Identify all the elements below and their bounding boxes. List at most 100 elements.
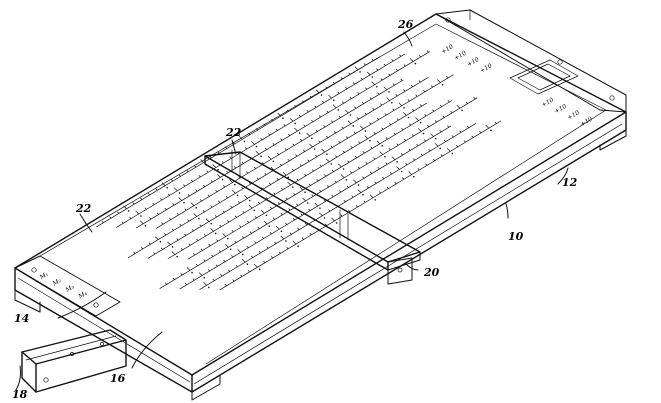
scale-tick (220, 274, 223, 277)
scale-tick (238, 176, 241, 179)
scale-tick (164, 233, 167, 236)
scale-tick (300, 139, 303, 142)
scale-tick (485, 125, 490, 129)
scale-tick (289, 232, 292, 235)
scale-mark (311, 137, 313, 140)
scale-rule (136, 51, 430, 229)
scale-mark (260, 155, 262, 158)
scale-mark (359, 71, 361, 73)
scale-tick (308, 208, 311, 212)
scale-rule (155, 79, 404, 229)
scale-mark (384, 155, 386, 158)
scale-tick (276, 226, 280, 230)
scale-tick (465, 101, 468, 104)
scale-tick (391, 156, 396, 161)
scale-mark (255, 145, 258, 148)
scale-mark (183, 201, 185, 204)
scale-mark (364, 130, 367, 132)
scale-mark (323, 217, 326, 219)
scale-tick (276, 178, 279, 181)
scale-mark (407, 116, 410, 119)
scale-mark (207, 286, 210, 289)
scale-tick (279, 163, 283, 166)
scale-tick (379, 151, 384, 155)
scale-tick (295, 154, 298, 157)
scale-tick (178, 197, 183, 201)
scale-tick (369, 97, 372, 100)
scale-tick (356, 117, 360, 120)
scale-tick (415, 117, 419, 121)
scale-tick (167, 193, 170, 196)
scale-tick (263, 220, 268, 225)
scale-tick (325, 158, 330, 163)
scale-rule (116, 53, 405, 228)
scale-tick (315, 154, 318, 158)
scale-tick (349, 96, 352, 99)
scale-tick (211, 254, 214, 257)
scale-tick (244, 147, 248, 150)
scale-tick (294, 127, 298, 132)
scale-tick (264, 172, 267, 176)
scale-tick (357, 92, 360, 95)
scale-tick (195, 264, 198, 267)
scale-mark (242, 253, 244, 256)
scale-tick (171, 228, 175, 231)
scale-tick (388, 73, 391, 76)
scale-tick (400, 78, 403, 81)
scale-rule (147, 74, 454, 259)
scale-mark (227, 237, 229, 240)
legend-right-4: +10 (579, 116, 594, 128)
scale-tick (268, 182, 272, 185)
scale-mark (198, 217, 200, 220)
scale-mark (287, 176, 290, 179)
scale-tick (267, 156, 272, 160)
scale-tick (331, 195, 334, 198)
scale-tick (314, 105, 317, 108)
scale-tick (353, 179, 357, 184)
scale-tick (264, 147, 268, 150)
leader-lines (15, 31, 569, 391)
left-scale-legend: M₁ M₂ M₃ M₄ (38, 271, 89, 301)
scale-mark (451, 152, 454, 155)
scale-tick (389, 172, 393, 175)
scale-tick (306, 110, 309, 113)
scale-tick (242, 236, 245, 239)
scale-mark (490, 129, 492, 132)
scale-tick (424, 114, 427, 117)
scale-tick (176, 213, 179, 216)
scale-tick (339, 190, 342, 193)
label-20: 20 (423, 266, 440, 279)
scale-tick (402, 177, 405, 180)
scale-tick (333, 131, 336, 134)
scale-tick (219, 224, 222, 228)
scale-tick (223, 259, 226, 262)
scale-tick (251, 141, 255, 145)
scale-tick (214, 215, 218, 218)
scale-mark (304, 191, 306, 194)
scale-tick (413, 158, 416, 161)
scale-mark (439, 147, 441, 150)
scale-tick (212, 278, 215, 282)
scale-tick (174, 187, 178, 192)
scale-tick (299, 164, 302, 167)
scale-tick (171, 179, 174, 182)
scale-tick (307, 159, 310, 162)
scale-tick (180, 248, 184, 251)
scale-tick (270, 206, 273, 209)
scale-mark (280, 230, 283, 233)
scale-tick (369, 122, 372, 125)
scale-tick (254, 216, 257, 219)
scale-tick (257, 226, 260, 230)
scale-tick (271, 256, 274, 259)
scale-tick (383, 63, 386, 66)
scale-tick (198, 175, 201, 178)
scale-mark (362, 193, 364, 196)
scale-tick (227, 269, 231, 272)
scale-mark (434, 137, 437, 140)
scale-tick (308, 183, 311, 186)
scale-tick (275, 128, 278, 131)
scale-rule (127, 77, 429, 258)
scale-mark (191, 271, 193, 274)
scale-tick (152, 202, 155, 206)
